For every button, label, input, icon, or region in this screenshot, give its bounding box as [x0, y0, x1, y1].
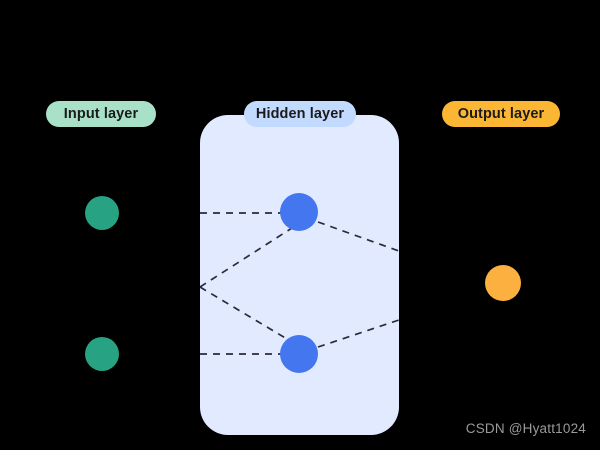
edge-hid2-out	[317, 319, 399, 348]
hidden-layer-label: Hidden layer	[244, 101, 356, 127]
hidden-layer-panel	[200, 115, 399, 435]
input-node-2	[85, 337, 119, 371]
output-layer-label: Output layer	[442, 101, 560, 127]
watermark-text: CSDN @Hyatt1024	[465, 421, 586, 436]
hidden-node-1	[280, 193, 318, 231]
output-node-1	[485, 265, 521, 301]
input-node-1	[85, 196, 119, 230]
edge-hid1-out	[317, 221, 399, 252]
edge-in2-hid1	[200, 227, 293, 288]
connection-lines	[200, 212, 399, 355]
hidden-node-2	[280, 335, 318, 373]
input-layer-label: Input layer	[46, 101, 156, 127]
edge-in1-hid2	[200, 286, 293, 343]
